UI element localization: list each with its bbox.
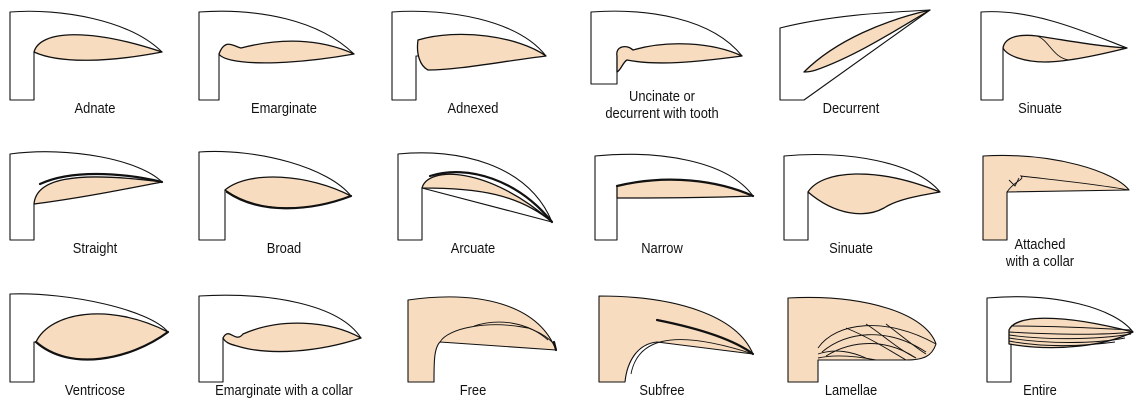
label-sinuate-2: Sinuate bbox=[769, 240, 932, 257]
label-adnexed: Adnexed bbox=[391, 100, 554, 117]
diagram-decurrent: Decurrent bbox=[756, 0, 946, 138]
label-emarginate: Emarginate bbox=[202, 100, 365, 117]
label-narrow: Narrow bbox=[580, 240, 743, 257]
label-emarginate-collar: Emarginate with a collar bbox=[202, 382, 365, 399]
label-ventricose: Ventricose bbox=[13, 382, 176, 399]
arcuate-illustration bbox=[378, 140, 568, 244]
broad-illustration bbox=[189, 140, 379, 244]
emarginate-collar-illustration bbox=[189, 282, 379, 386]
diagram-sinuate-2: Sinuate bbox=[756, 140, 946, 278]
diagram-arcuate: Arcuate bbox=[378, 140, 568, 278]
lamellae-illustration bbox=[756, 282, 946, 386]
decurrent-illustration bbox=[756, 0, 946, 104]
diagram-straight: Straight bbox=[0, 140, 190, 278]
diagram-sinuate-1: Sinuate bbox=[945, 0, 1135, 138]
label-subfree: Subfree bbox=[580, 382, 743, 399]
label-entire: Entire bbox=[958, 382, 1121, 399]
label-lamellae: Lamellae bbox=[769, 382, 932, 399]
adnate-illustration bbox=[0, 0, 190, 104]
sinuate-illustration-2 bbox=[756, 140, 946, 244]
ventricose-illustration bbox=[0, 282, 190, 386]
diagram-subfree: Subfree bbox=[567, 282, 757, 420]
label-attached-collar: Attached with a collar bbox=[958, 236, 1121, 270]
narrow-illustration bbox=[567, 140, 757, 244]
label-adnate: Adnate bbox=[13, 100, 176, 117]
free-illustration bbox=[378, 282, 568, 386]
label-straight: Straight bbox=[13, 240, 176, 257]
diagram-adnexed: Adnexed bbox=[378, 0, 568, 138]
subfree-illustration bbox=[567, 282, 757, 386]
diagram-uncinate: Uncinate or decurrent with tooth bbox=[567, 0, 757, 138]
diagram-lamellae: Lamellae bbox=[756, 282, 946, 420]
label-arcuate: Arcuate bbox=[391, 240, 554, 257]
label-decurrent: Decurrent bbox=[769, 100, 932, 117]
diagram-free: Free bbox=[378, 282, 568, 420]
diagram-narrow: Narrow bbox=[567, 140, 757, 278]
diagram-broad: Broad bbox=[189, 140, 379, 278]
straight-illustration bbox=[0, 140, 190, 244]
diagram-attached-collar: Attached with a collar bbox=[945, 140, 1135, 278]
diagram-emarginate: Emarginate bbox=[189, 0, 379, 138]
diagram-entire: Entire bbox=[945, 282, 1135, 420]
label-free: Free bbox=[391, 382, 554, 399]
label-uncinate: Uncinate or decurrent with tooth bbox=[580, 88, 743, 122]
entire-illustration bbox=[945, 282, 1135, 386]
label-broad: Broad bbox=[202, 240, 365, 257]
label-sinuate-1: Sinuate bbox=[958, 100, 1121, 117]
diagram-adnate: Adnate bbox=[0, 0, 190, 138]
diagram-emarginate-collar: Emarginate with a collar bbox=[189, 282, 379, 420]
emarginate-illustration bbox=[189, 0, 379, 104]
adnexed-illustration bbox=[378, 0, 568, 104]
attached-collar-illustration bbox=[945, 140, 1135, 244]
diagram-ventricose: Ventricose bbox=[0, 282, 190, 420]
sinuate-illustration-1 bbox=[945, 0, 1135, 104]
